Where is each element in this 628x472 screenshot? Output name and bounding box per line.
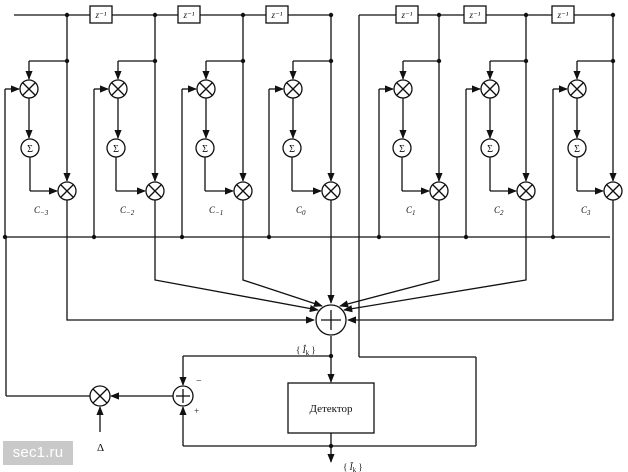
detector-label: Детектор	[309, 403, 353, 415]
delay-block	[177, 5, 201, 24]
tap-output-route	[343, 200, 527, 313]
junction-dot	[152, 58, 158, 64]
coefficient-label: C1	[406, 205, 416, 217]
junction-dot	[152, 12, 158, 18]
delay-block	[89, 5, 113, 24]
step-multiplier-x	[92, 388, 108, 404]
coefficient-label: C0	[296, 205, 306, 217]
junction-dot	[436, 12, 442, 18]
delay-block	[551, 5, 575, 24]
output-multiplier-x	[432, 184, 446, 198]
junction-dot	[328, 12, 334, 18]
coefficient-label: C2	[494, 205, 504, 217]
accumulator-label: Σ	[574, 144, 580, 155]
accumulator-label: Σ	[399, 144, 405, 155]
delay-block	[265, 5, 289, 24]
correlator-multiplier-x	[286, 82, 300, 96]
tap-output-route	[154, 200, 319, 313]
junction-dot	[328, 353, 334, 359]
accumulator-label: Σ	[202, 144, 208, 155]
output-multiplier-x	[606, 184, 620, 198]
output-multiplier-x	[519, 184, 533, 198]
junction-dot	[610, 58, 616, 64]
output-multiplier-x	[324, 184, 338, 198]
watermark: sec1.ru	[3, 441, 73, 465]
coefficient-label: C−2	[120, 205, 135, 217]
junction-dot	[523, 58, 529, 64]
junction-dot	[240, 58, 246, 64]
feedback-section: Детектор − + Δ { Îk } { Ĩk }	[5, 15, 610, 472]
correlator-multiplier-x	[22, 82, 36, 96]
tap-output-route	[242, 200, 323, 307]
accumulator-label: Σ	[487, 144, 493, 155]
junction-dot	[64, 58, 70, 64]
output-multiplier-x	[148, 184, 162, 198]
estimate-label: { Îk }	[296, 345, 316, 357]
correlator-multiplier-x	[396, 82, 410, 96]
delay-label: z⁻¹	[401, 10, 413, 20]
coefficient-label: C3	[581, 205, 591, 217]
delta-label: Δ	[97, 442, 104, 454]
detector-block	[287, 382, 375, 434]
correlator-multiplier-x	[199, 82, 213, 96]
minus-sign-label: −	[196, 376, 202, 387]
junction-dot	[610, 12, 616, 18]
coefficient-label: C−3	[34, 205, 49, 217]
taps-left-group: z⁻¹ z⁻¹ z⁻¹ Σ C−3 Σ C−2 Σ C−1 Σ C0	[2, 5, 341, 324]
junction-dot	[523, 12, 529, 18]
delay-block	[463, 5, 487, 24]
accumulator-label: Σ	[27, 144, 33, 155]
tap-output-route	[66, 200, 315, 324]
junction-dot	[436, 58, 442, 64]
delay-label: z⁻¹	[271, 10, 283, 20]
delay-label: z⁻¹	[469, 10, 481, 20]
delay-label: z⁻¹	[95, 10, 107, 20]
output-summer	[315, 304, 347, 336]
correlator-multiplier-x	[111, 82, 125, 96]
junction-dot	[240, 12, 246, 18]
coefficient-label: C−1	[209, 205, 223, 217]
correlator-multiplier-x	[483, 82, 497, 96]
output-multiplier-x	[60, 184, 74, 198]
delay-label: z⁻¹	[183, 10, 195, 20]
tap-output-route	[339, 200, 440, 308]
junction-dot	[328, 58, 334, 64]
plus-sign-label: +	[194, 406, 199, 416]
correlator-multiplier-x	[570, 82, 584, 96]
output-multiplier-x	[236, 184, 250, 198]
delay-label: z⁻¹	[557, 10, 569, 20]
accumulator-label: Σ	[289, 144, 295, 155]
decision-label: { Ĩk }	[343, 462, 363, 472]
junction-dot	[64, 12, 70, 18]
tap-output-route	[347, 200, 614, 324]
accumulator-label: Σ	[113, 144, 119, 155]
taps-right-group: z⁻¹ z⁻¹ z⁻¹ Σ C1 Σ C2 Σ C3	[339, 5, 623, 324]
delay-block	[395, 5, 419, 24]
